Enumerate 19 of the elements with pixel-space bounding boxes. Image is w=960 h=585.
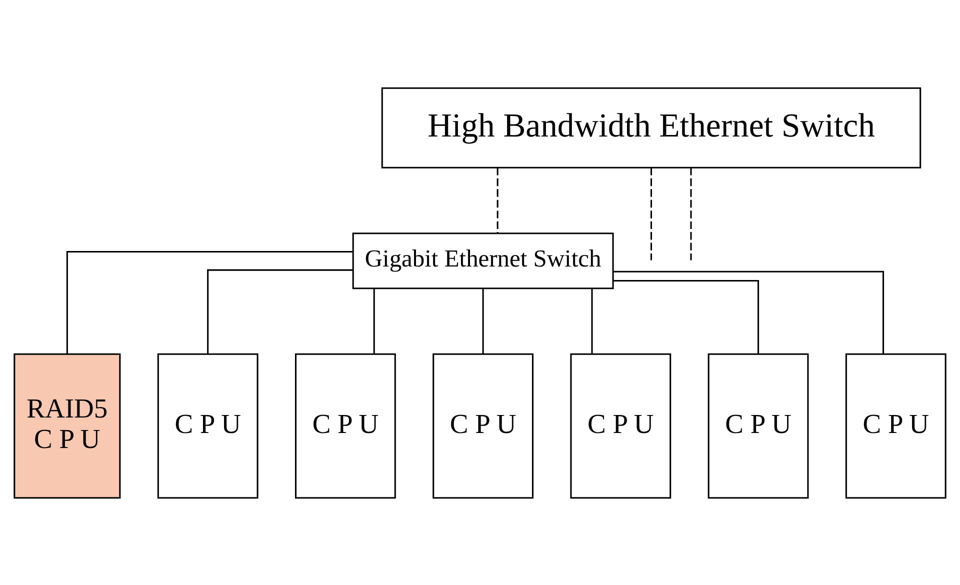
node-box: C P U: [432, 352, 534, 498]
connector: [613, 280, 760, 354]
node-box: C P U: [845, 352, 946, 498]
connector: [66, 250, 353, 354]
node-box: Gigabit Ethernet Switch: [352, 232, 614, 289]
connector: [496, 167, 498, 233]
node-box: C P U: [295, 352, 396, 498]
connector: [690, 167, 692, 260]
connector: [373, 288, 375, 354]
node-box: RAID5 C P U: [14, 352, 121, 498]
connector: [650, 167, 652, 260]
node-box: C P U: [157, 352, 258, 498]
connector: [207, 268, 353, 354]
node-box: C P U: [570, 352, 672, 498]
connector: [591, 288, 593, 354]
connector: [482, 288, 484, 354]
node-box: C P U: [708, 352, 809, 498]
node-box: High Bandwidth Ethernet Switch: [381, 86, 922, 168]
connector: [614, 270, 884, 354]
